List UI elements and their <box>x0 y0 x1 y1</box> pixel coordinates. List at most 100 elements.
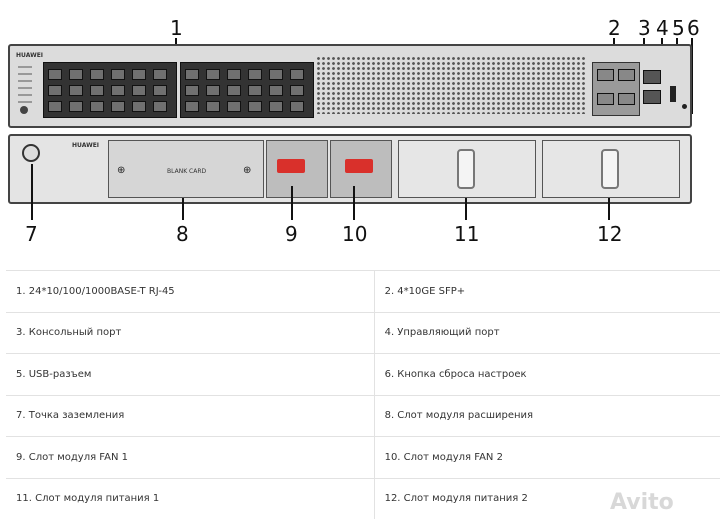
spec-cell: 4. Управляющий порт <box>374 311 720 354</box>
spec-cell: 6. Кнопка сброса настроек <box>374 353 720 395</box>
bracket-1-stem <box>175 38 177 47</box>
brand-front: HUAWEI <box>16 52 44 59</box>
rj45-port[interactable] <box>111 85 125 96</box>
rj45-port[interactable] <box>290 69 304 80</box>
rj45-port[interactable] <box>111 101 125 112</box>
sfp-port[interactable] <box>597 69 614 81</box>
rj45-port[interactable] <box>227 85 241 96</box>
leader-11 <box>465 198 467 220</box>
rj45-port[interactable] <box>227 101 241 112</box>
rj45-port[interactable] <box>248 85 262 96</box>
front-vent <box>316 56 586 114</box>
screw-icon: ⊕ <box>117 165 126 176</box>
spec-cell: 12. Слот модуля питания 2 <box>374 477 720 519</box>
rj45-port[interactable] <box>48 101 62 112</box>
rj45-port[interactable] <box>153 69 167 80</box>
table-row: 7. Точка заземления 8. Слот модуля расши… <box>6 394 720 437</box>
leader-7 <box>31 164 33 220</box>
power-2-handle-icon[interactable] <box>601 149 619 189</box>
table-row: 5. USB-разъем 6. Кнопка сброса настроек <box>6 353 720 395</box>
rj45-port[interactable] <box>132 101 146 112</box>
leader-12 <box>608 198 610 220</box>
spec-cell: 2. 4*10GE SFP+ <box>374 270 720 312</box>
leader-6 <box>691 38 693 114</box>
sfp-port[interactable] <box>618 93 635 105</box>
rj45-port[interactable] <box>132 85 146 96</box>
rj45-port[interactable] <box>48 85 62 96</box>
spec-cell: 8. Слот модуля расширения <box>374 394 720 437</box>
power-1-handle-icon[interactable] <box>457 149 475 189</box>
switch-front-panel: HUAWEI <box>8 44 692 128</box>
bracket-2-stem <box>613 38 615 47</box>
rj45-port[interactable] <box>90 69 104 80</box>
callout-8: 8 <box>176 222 189 246</box>
rj45-port[interactable] <box>227 69 241 80</box>
rj45-port[interactable] <box>206 85 220 96</box>
management-port[interactable] <box>643 90 661 104</box>
rj45-port[interactable] <box>185 101 199 112</box>
rj45-port[interactable] <box>206 101 220 112</box>
spec-cell: 7. Точка заземления <box>6 394 375 437</box>
rj45-port[interactable] <box>90 101 104 112</box>
rj45-port-block-right <box>180 62 314 118</box>
expansion-slot[interactable]: BLANK CARD ⊕ ⊕ <box>108 140 264 198</box>
callout-9: 9 <box>285 222 298 246</box>
rj45-port[interactable] <box>269 85 283 96</box>
leader-9 <box>291 186 293 220</box>
rj45-port[interactable] <box>185 69 199 80</box>
brand-rear: HUAWEI <box>72 142 100 149</box>
rj45-port[interactable] <box>90 85 104 96</box>
fan-2-label-icon <box>345 159 373 173</box>
spec-cell: 11. Слот модуля питания 1 <box>6 477 375 519</box>
callout-10: 10 <box>342 222 368 246</box>
rj45-port[interactable] <box>132 69 146 80</box>
spec-cell: 5. USB-разъем <box>6 353 375 395</box>
rj45-port[interactable] <box>185 85 199 96</box>
rj45-port[interactable] <box>153 85 167 96</box>
rj45-port-block-left <box>43 62 177 118</box>
fan-slot-1[interactable] <box>266 140 328 198</box>
rj45-port[interactable] <box>69 85 83 96</box>
table-row: 3. Консольный порт 4. Управляющий порт <box>6 311 720 354</box>
spec-table: 1. 24*10/100/1000BASE-T RJ-45 2. 4*10GE … <box>6 270 720 519</box>
rj45-port[interactable] <box>69 101 83 112</box>
table-row: 1. 24*10/100/1000BASE-T RJ-45 2. 4*10GE … <box>6 270 720 312</box>
status-leds <box>18 66 32 106</box>
mode-button[interactable] <box>20 106 28 114</box>
sfp-port-block <box>592 62 640 116</box>
rj45-port[interactable] <box>111 69 125 80</box>
console-port[interactable] <box>643 70 661 84</box>
rj45-port[interactable] <box>206 69 220 80</box>
table-row: 11. Слот модуля питания 1 12. Слот модул… <box>6 477 720 519</box>
spec-cell: 10. Слот модуля FAN 2 <box>374 436 720 478</box>
power-slot-2[interactable] <box>542 140 680 198</box>
leader-8 <box>182 198 184 220</box>
usb-port[interactable] <box>670 86 676 102</box>
rj45-port[interactable] <box>269 69 283 80</box>
callout-2: 2 <box>608 16 621 40</box>
sfp-port[interactable] <box>597 93 614 105</box>
screw-icon: ⊕ <box>243 165 252 176</box>
fan-1-label-icon <box>277 159 305 173</box>
callout-12: 12 <box>597 222 623 246</box>
sfp-port[interactable] <box>618 69 635 81</box>
spec-cell: 9. Слот модуля FAN 1 <box>6 436 375 478</box>
avito-watermark: Avito <box>610 490 674 515</box>
blank-card-label: BLANK CARD <box>167 168 207 175</box>
power-slot-1[interactable] <box>398 140 536 198</box>
rj45-port[interactable] <box>248 69 262 80</box>
reset-button[interactable] <box>682 104 687 109</box>
rj45-port[interactable] <box>48 69 62 80</box>
rj45-port[interactable] <box>248 101 262 112</box>
callout-3: 3 <box>638 16 651 40</box>
switch-rear-panel: HUAWEI BLANK CARD ⊕ ⊕ <box>8 134 692 204</box>
rj45-port[interactable] <box>69 69 83 80</box>
spec-cell: 1. 24*10/100/1000BASE-T RJ-45 <box>6 270 375 312</box>
rj45-port[interactable] <box>290 101 304 112</box>
ground-point[interactable] <box>22 144 40 162</box>
fan-slot-2[interactable] <box>330 140 392 198</box>
callout-4: 4 <box>656 16 669 40</box>
rj45-port[interactable] <box>290 85 304 96</box>
rj45-port[interactable] <box>269 101 283 112</box>
rj45-port[interactable] <box>153 101 167 112</box>
